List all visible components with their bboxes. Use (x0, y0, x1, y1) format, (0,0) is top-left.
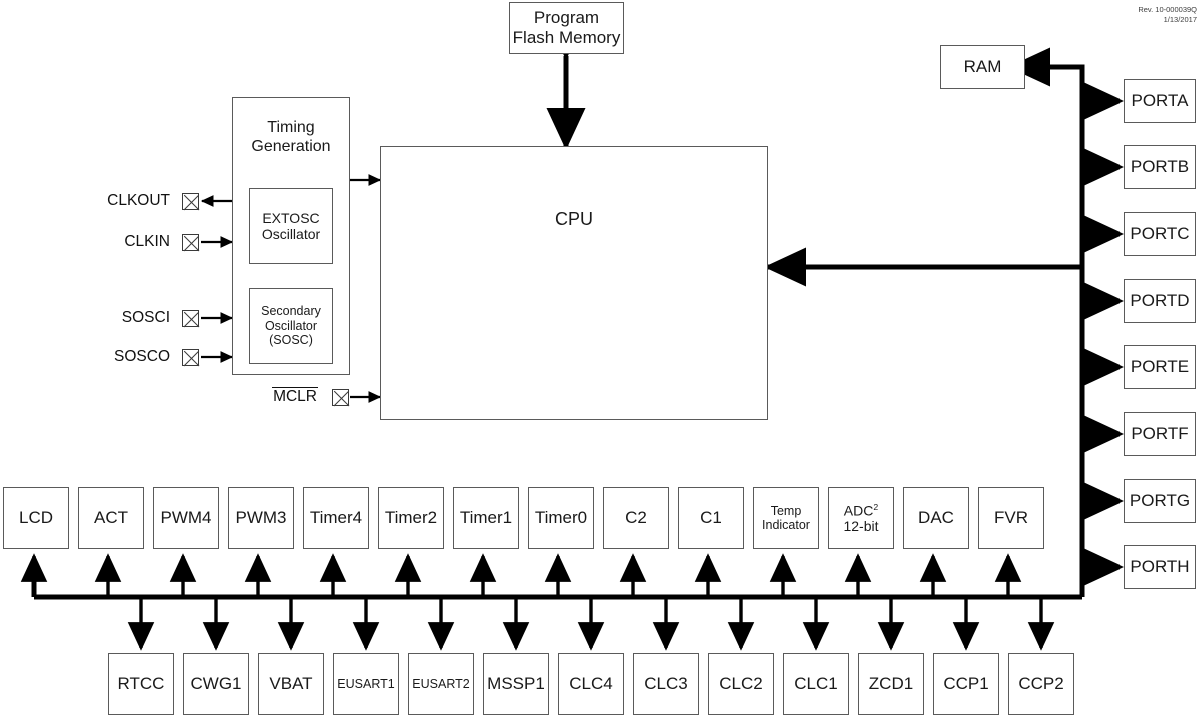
block-label: RAM (963, 57, 1002, 77)
pin-label-clkout: CLKOUT (107, 192, 170, 209)
block-label: CLC2 (719, 674, 763, 694)
block-lcd[interactable]: LCD (3, 487, 69, 549)
block-port-h[interactable]: PORTH (1124, 545, 1196, 589)
block-label: CLC1 (794, 674, 838, 694)
block-cwg1[interactable]: CWG1 (183, 653, 249, 715)
block-label: PORTG (1129, 491, 1191, 511)
block-ccp2[interactable]: CCP2 (1008, 653, 1074, 715)
block-label: Secondary Oscillator (SOSC) (261, 304, 321, 348)
block-cpu[interactable]: CPU (380, 146, 768, 420)
block-label: PORTE (1130, 357, 1190, 377)
block-label: PORTB (1130, 157, 1190, 177)
block-port-b[interactable]: PORTB (1124, 145, 1196, 189)
block-rtcc[interactable]: RTCC (108, 653, 174, 715)
block-port-e[interactable]: PORTE (1124, 345, 1196, 389)
block-label: PORTF (1131, 424, 1189, 444)
pin-label-mclr-text: MCLR (272, 387, 318, 405)
block-pwm3[interactable]: PWM3 (228, 487, 294, 549)
block-label: EUSART1 (337, 676, 395, 691)
pin-symbol-sosci[interactable] (182, 310, 199, 327)
block-clc2[interactable]: CLC2 (708, 653, 774, 715)
block-label: CCP1 (943, 674, 989, 694)
block-label: PORTD (1130, 291, 1190, 311)
block-temp-indicator[interactable]: Temp Indicator (753, 487, 819, 549)
revision-date: 1/13/2017 (1163, 15, 1197, 25)
block-label: LCD (18, 508, 53, 528)
block-port-g[interactable]: PORTG (1124, 479, 1196, 523)
block-program-flash-memory[interactable]: Program Flash Memory (509, 2, 624, 54)
block-label: EXTOSC Oscillator (261, 209, 321, 242)
block-label: PWM4 (160, 508, 212, 528)
block-label: C1 (700, 508, 722, 528)
block-dac[interactable]: DAC (903, 487, 969, 549)
block-label: PORTH (1130, 557, 1190, 577)
block-label: CLC3 (644, 674, 688, 694)
block-timer0[interactable]: Timer0 (528, 487, 594, 549)
block-c2[interactable]: C2 (603, 487, 669, 549)
block-timer1[interactable]: Timer1 (453, 487, 519, 549)
pin-label-sosco: SOSCO (114, 348, 170, 365)
block-label: PORTC (1130, 224, 1190, 244)
block-ram[interactable]: RAM (940, 45, 1025, 89)
block-label: Timer4 (309, 508, 363, 528)
revision-id: Rev. 10-000039Q (1138, 5, 1197, 14)
block-label: DAC (918, 508, 954, 528)
block-port-a[interactable]: PORTA (1124, 79, 1196, 123)
superscript: 2 (873, 501, 879, 512)
block-label: RTCC (117, 674, 165, 694)
block-label: Temp Indicator (762, 503, 810, 532)
block-label: C2 (625, 508, 647, 528)
block-label: ZCD1 (868, 674, 914, 694)
block-label: CWG1 (190, 674, 242, 694)
revision-stamp: Rev. 10-000039Q 1/13/2017 (1138, 5, 1197, 25)
block-label: Timer2 (384, 508, 438, 528)
block-clc1[interactable]: CLC1 (783, 653, 849, 715)
block-fvr[interactable]: FVR (978, 487, 1044, 549)
block-vbat[interactable]: VBAT (258, 653, 324, 715)
pin-symbol-clkout[interactable] (182, 193, 199, 210)
block-label: FVR (994, 508, 1028, 528)
block-label: Program Flash Memory (512, 8, 621, 47)
block-timer4[interactable]: Timer4 (303, 487, 369, 549)
block-port-c[interactable]: PORTC (1124, 212, 1196, 256)
block-clc3[interactable]: CLC3 (633, 653, 699, 715)
block-c1[interactable]: C1 (678, 487, 744, 549)
block-label: ACT (94, 508, 128, 528)
block-label: CPU (554, 209, 593, 229)
block-port-f[interactable]: PORTF (1124, 412, 1196, 456)
block-label: Timer0 (534, 508, 588, 528)
block-label: PORTA (1131, 91, 1189, 111)
block-label: PWM3 (235, 508, 287, 528)
block-timer2[interactable]: Timer2 (378, 487, 444, 549)
pin-label-clkin: CLKIN (124, 233, 170, 250)
block-label: MSSP1 (487, 674, 545, 694)
block-ccp1[interactable]: CCP1 (933, 653, 999, 715)
block-eusart1[interactable]: EUSART1 (333, 653, 399, 715)
pin-label-sosci: SOSCI (121, 309, 170, 326)
block-zcd1[interactable]: ZCD1 (858, 653, 924, 715)
block-pwm4[interactable]: PWM4 (153, 487, 219, 549)
pin-symbol-clkin[interactable] (182, 234, 199, 251)
block-label: Timer1 (459, 508, 513, 528)
block-extosc-oscillator[interactable]: EXTOSC Oscillator (249, 188, 333, 264)
block-port-d[interactable]: PORTD (1124, 279, 1196, 323)
block-mssp1[interactable]: MSSP1 (483, 653, 549, 715)
block-label: Timing Generation (251, 119, 331, 156)
block-label: EUSART2 (412, 676, 470, 691)
block-clc4[interactable]: CLC4 (558, 653, 624, 715)
block-act[interactable]: ACT (78, 487, 144, 549)
block-label: CLC4 (569, 674, 613, 694)
pin-symbol-sosco[interactable] (182, 349, 199, 366)
block-label: VBAT (269, 674, 313, 694)
pin-symbol-mclr[interactable] (332, 389, 349, 406)
pin-label-mclr: MCLR (218, 387, 318, 406)
block-eusart2[interactable]: EUSART2 (408, 653, 474, 715)
block-label: CCP2 (1018, 674, 1064, 694)
block-secondary-oscillator[interactable]: Secondary Oscillator (SOSC) (249, 288, 333, 364)
